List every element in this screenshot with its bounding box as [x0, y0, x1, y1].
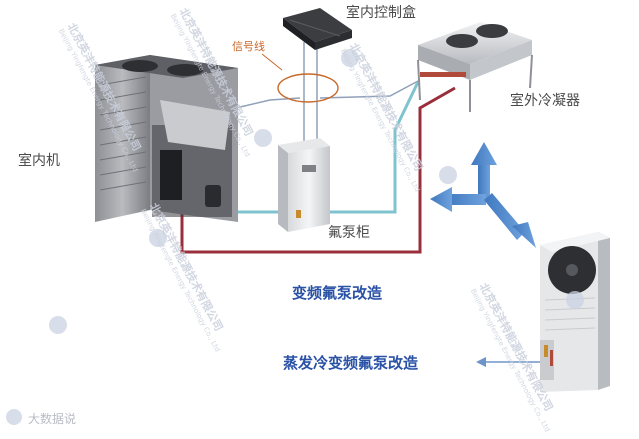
evaporative-cooling-unit-graphic [540, 232, 610, 392]
fluorine-pump-cabinet-label: 氟泵柜 [328, 222, 370, 242]
signal-line-pointer [262, 54, 282, 70]
indoor-control-box-graphic [283, 8, 352, 50]
signal-line-label: 信号线 [232, 38, 265, 54]
fluorine-pump-cabinet-graphic [278, 138, 330, 232]
direction-arrows [430, 142, 536, 248]
indoor-unit-label: 室内机 [18, 150, 60, 170]
vfd-pump-retrofit-label: 变频氟泵改造 [292, 282, 382, 303]
outdoor-condenser-label: 室外冷凝器 [510, 90, 580, 110]
signal-line-loop [278, 74, 338, 102]
indoor-control-box-label: 室内控制盒 [346, 2, 416, 22]
footer-brand-text: 大数据说 [28, 412, 76, 426]
evap-cooling-retrofit-label: 蒸发冷变频氟泵改造 [283, 352, 418, 373]
footer-brand: 大数据说 [28, 410, 76, 427]
evap-pointer-head [476, 357, 486, 367]
